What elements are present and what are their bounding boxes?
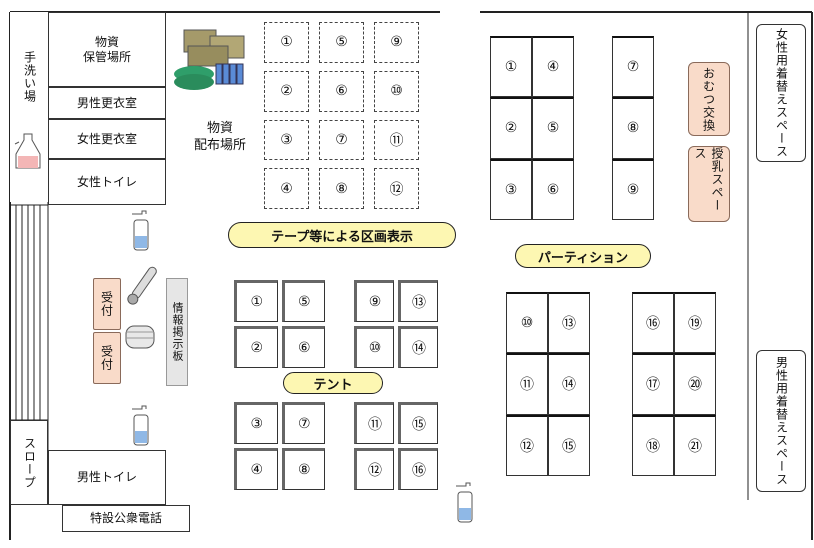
space-cell: ⑮: [548, 414, 590, 476]
supplies-icon: [174, 29, 245, 90]
space-cell: ⑩: [506, 292, 548, 354]
space-cell: ⑯: [398, 448, 438, 490]
space-cell: ⑧: [612, 97, 654, 159]
diaper-change-area: おむつ交換: [688, 62, 730, 136]
slope: スロープ: [10, 420, 48, 505]
space-cell: ④: [234, 448, 278, 490]
space-cell: ⑱: [632, 414, 674, 476]
space-cell: ④: [532, 36, 574, 98]
space-cell: ⑤: [319, 22, 364, 63]
space-cell: ④: [264, 168, 309, 209]
space-cell: ⑬: [398, 280, 438, 322]
men-changing-room: 男性更衣室: [48, 87, 166, 119]
nursing-area: 授乳スペース: [688, 146, 730, 222]
space-cell: ⑪: [506, 353, 548, 415]
reception-2: 受付: [93, 332, 121, 384]
handwash-label: 手洗い場: [22, 51, 37, 103]
space-cell: ⑦: [281, 402, 325, 444]
space-cell: ⑨: [354, 280, 394, 322]
space-cell: ⑮: [398, 402, 438, 444]
space-cell: ⑥: [532, 158, 574, 220]
sanitizer-bottle-icon: [456, 482, 473, 523]
space-cell: ⑰: [632, 353, 674, 415]
space-cell: ⑧: [281, 448, 325, 490]
public-phone: 特設公衆電話: [62, 505, 190, 532]
men-toilet: 男性トイレ: [48, 450, 166, 505]
sanitizer-bottle-icon: [132, 405, 149, 446]
space-cell: ⑤: [532, 97, 574, 159]
space-cell: ⑩: [354, 326, 394, 368]
space-cell: ⑧: [319, 168, 364, 209]
space-cell: ③: [490, 158, 532, 220]
space-cell: ⑫: [354, 448, 394, 490]
space-cell: ⑭: [398, 326, 438, 368]
tent-label: テント: [283, 372, 383, 394]
space-cell: ③: [234, 402, 278, 444]
space-cell: ⑪: [354, 402, 394, 444]
space-cell: ⑳: [674, 353, 716, 415]
space-cell: ②: [234, 326, 278, 368]
space-cell: ⑪: [374, 119, 419, 161]
space-cell: ③: [264, 119, 309, 161]
space-cell: ⑨: [374, 22, 419, 63]
space-cell: ⑦: [612, 36, 654, 98]
distribution-label: 物資 配布場所: [193, 121, 246, 153]
sanitizer-bottle-icon: [132, 210, 149, 251]
space-cell: ②: [490, 97, 532, 159]
space-cell: ⑤: [281, 280, 325, 322]
space-cell: ①: [264, 22, 309, 63]
space-cell: ⑬: [548, 292, 590, 354]
space-cell: ⑥: [281, 326, 325, 368]
space-cell: ⑫: [506, 414, 548, 476]
storage-room: 物資 保管場所: [48, 12, 166, 87]
space-cell: ⑩: [374, 70, 419, 112]
tape-label: テープ等による区画表示: [228, 222, 456, 248]
space-cell: ⑨: [612, 158, 654, 220]
space-cell: ⑫: [374, 168, 419, 209]
thermometer-mask-icon: [125, 266, 157, 349]
space-cell: ①: [234, 280, 278, 322]
space-cell: ②: [264, 70, 309, 112]
space-cell: ⑭: [548, 353, 590, 415]
partition-label: パーティション: [515, 244, 651, 268]
info-board: 情報掲示板: [166, 278, 188, 386]
women-changing-room: 女性更衣室: [48, 119, 166, 159]
men-changing-space: 男性用着替えスペース: [756, 350, 806, 492]
space-cell: ⑯: [632, 292, 674, 354]
space-cell: ⑲: [674, 292, 716, 354]
space-cell: ⑥: [319, 70, 364, 112]
space-cell: ㉑: [674, 414, 716, 476]
sanitizer-icon: [14, 133, 41, 169]
women-changing-space: 女性用着替えスペース: [756, 24, 806, 162]
women-toilet: 女性トイレ: [48, 159, 166, 205]
handwash-area: 手洗い場: [10, 12, 48, 202]
reception-1: 受付: [93, 278, 121, 330]
space-cell: ①: [490, 36, 532, 98]
space-cell: ⑦: [319, 119, 364, 161]
